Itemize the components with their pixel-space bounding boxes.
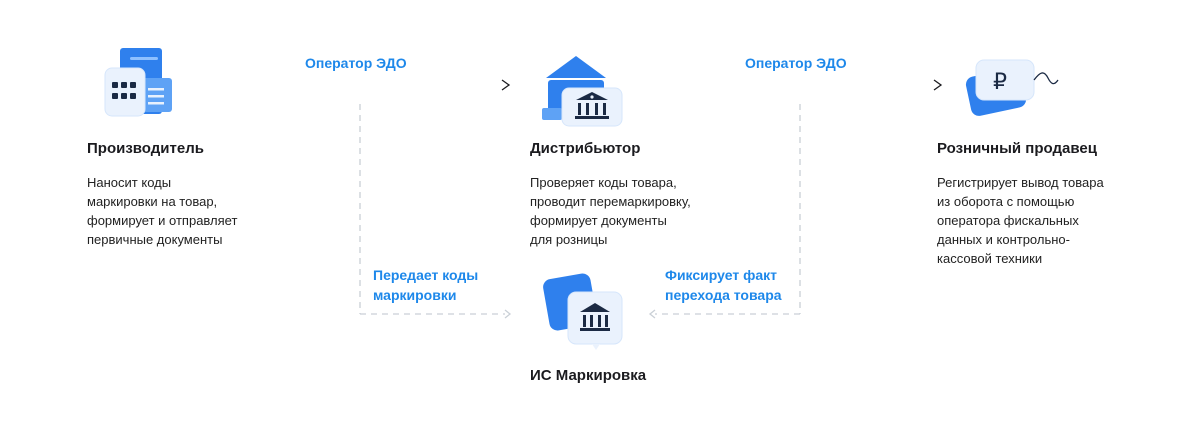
retailer-desc-line: данных и контрольно- (937, 232, 1070, 247)
edge-label-bottom-right-line-1: Фиксирует факт (665, 267, 777, 283)
retailer-desc-line: оператора фискальных (937, 213, 1079, 228)
retailer-desc-line: кассовой техники (937, 251, 1043, 266)
distributor-desc-line: для розницы (530, 232, 608, 247)
edge-distributor-to-retailer (652, 79, 943, 91)
edge-label-top-left: Оператор ЭДО (305, 55, 407, 71)
edge-right-arrowhead (648, 309, 656, 319)
distributor-desc-line: проводит перемаркировку, (530, 194, 691, 209)
node-retailer-title: Розничный продавец (937, 140, 1097, 157)
retailer-desc-line: из оборота с помощью (937, 194, 1075, 209)
bank-building-icon (542, 56, 623, 127)
node-system-title: ИС Маркировка (530, 367, 647, 384)
producer-desc-line: формирует и отправляет (87, 213, 238, 228)
node-distributor-title: Дистрибьютор (530, 140, 641, 157)
node-producer-description: Наносит коды маркировки на товар, формир… (87, 173, 237, 249)
producer-desc-line: Наносит коды (87, 175, 172, 190)
edge-label-top-right: Оператор ЭДО (745, 55, 847, 71)
node-producer-title: Производитель (87, 140, 204, 157)
node-retailer-description: Регистрирует вывод товара из оборота с п… (937, 173, 1104, 268)
producer-desc-line: маркировки на товар, (87, 194, 218, 209)
edge-label-bottom-left-line-1: Передает коды (373, 267, 479, 283)
edge-label-bottom-left: Передает коды маркировки (373, 265, 478, 305)
distributor-desc-line: Проверяет коды товара, (530, 175, 677, 190)
edge-label-bottom-right: Фиксирует факт перехода товара (665, 265, 782, 305)
edge-left-arrowhead (504, 309, 512, 319)
retailer-desc-line: Регистрирует вывод товара (937, 175, 1104, 190)
ruble-tag-icon: ₽ (965, 59, 1059, 116)
edge-label-bottom-right-line-2: перехода товара (665, 287, 782, 303)
factory-icon (104, 48, 172, 117)
producer-desc-line: первичные документы (87, 232, 223, 247)
government-building-icon (543, 273, 623, 350)
edge-retailer-to-system (655, 104, 801, 315)
svg-text:₽: ₽ (993, 70, 1007, 95)
edge-producer-to-distributor (220, 79, 511, 91)
distributor-desc-line: формирует документы (530, 213, 667, 228)
edge-label-bottom-left-line-2: маркировки (373, 287, 457, 303)
edge-producer-to-system (359, 104, 505, 315)
node-distributor-description: Проверяет коды товара, проводит перемарк… (530, 173, 691, 249)
